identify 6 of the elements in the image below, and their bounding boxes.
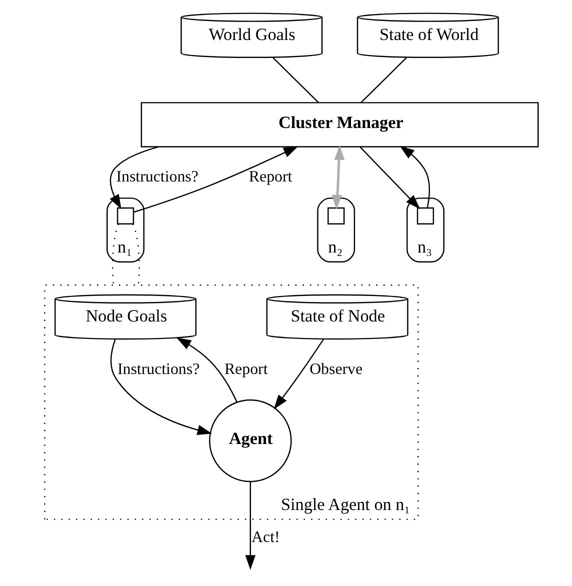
edge-label: Instructions?	[116, 168, 198, 186]
edge-label: Act!	[251, 528, 280, 546]
edge-label: Instructions?	[116, 360, 200, 378]
edge-label: Report	[248, 168, 292, 186]
edge-label: Observe	[309, 360, 362, 378]
edge-label: Report	[224, 360, 268, 378]
